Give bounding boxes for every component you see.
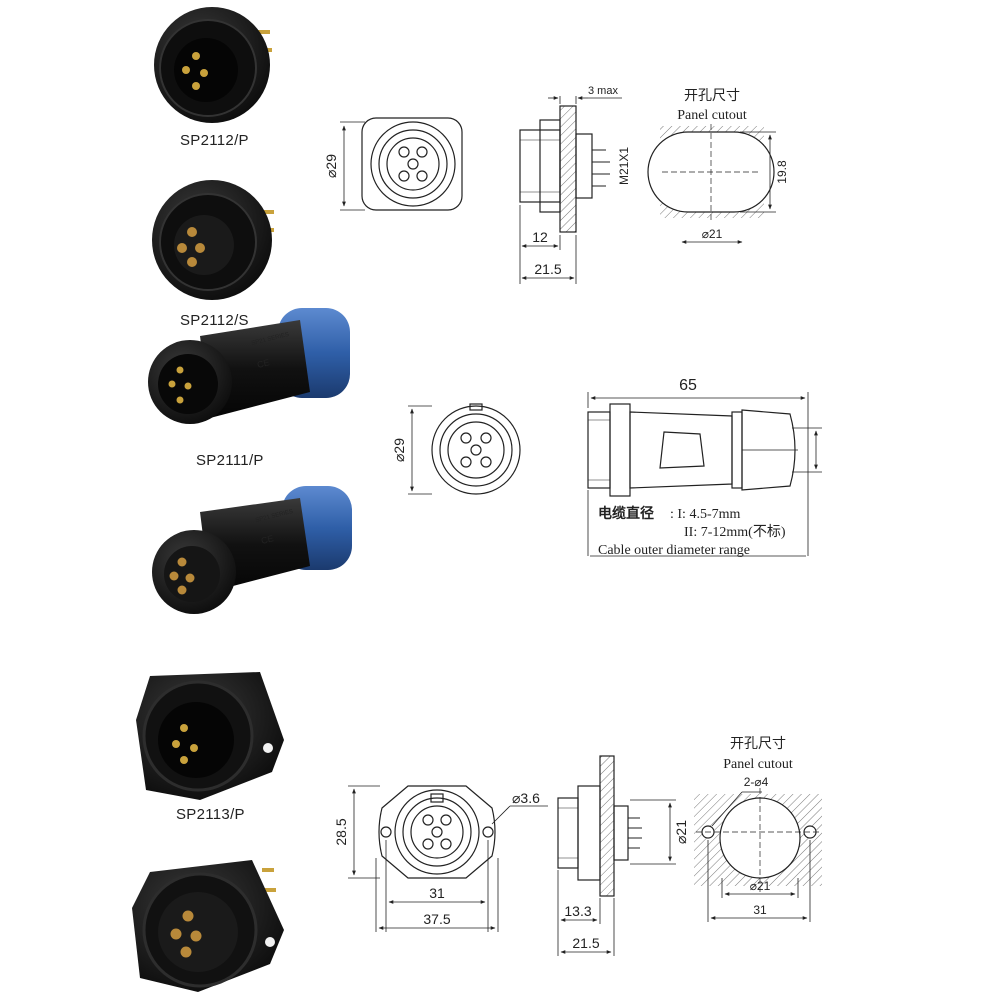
side-view-3 [557, 755, 676, 956]
label-sp2112s: SP2112/S [180, 312, 249, 329]
drawing-3-labels: 28.5 31 37.5 ⌀3.6 ⌀21 13.3 21.5 开孔尺寸 Pan… [333, 735, 793, 951]
pin-icon [192, 52, 200, 60]
dim-28-5: 28.5 [333, 818, 349, 845]
label-sp2111p: SP2111/P [196, 452, 264, 469]
ce-mark: CE [260, 533, 275, 546]
product-sp2113p-photo [136, 672, 284, 800]
cutout-title-en-2: Panel cutout [723, 757, 793, 772]
dim-3-max: 3 max [588, 85, 618, 97]
drawing-sp2111-plug [408, 392, 822, 557]
dim-12: 12 [532, 229, 548, 245]
dim-65: 65 [679, 377, 697, 394]
cutout-title-en: Panel cutout [677, 108, 747, 123]
socket-hole-icon [187, 257, 197, 267]
front-view [340, 117, 463, 211]
dim-dia-21-side: ⌀21 [673, 820, 689, 844]
cutout-title-cn-2: 开孔尺寸 [730, 735, 786, 751]
dim-13-3: 13.3 [564, 903, 591, 919]
drawing-2-labels: ⌀29 65 电缆直径 : I: 4.5-7mm II: 7-12mm(不标) … [391, 377, 786, 558]
socket-hole-icon [177, 243, 187, 253]
dim-dia-29: ⌀29 [323, 154, 339, 178]
cutout-title-cn: 开孔尺寸 [684, 87, 740, 103]
label-sp2112p: SP2112/P [180, 132, 249, 149]
dim-cutout-dia-21: ⌀21 [702, 227, 723, 241]
dim-37-5: 37.5 [423, 911, 450, 927]
label-sp2113p: SP2113/P [176, 806, 245, 823]
drawing-1-labels: ⌀29 3 max M21X1 12 21.5 开孔尺寸 Panel cutou… [323, 85, 789, 277]
pin-icon [200, 69, 208, 77]
dim-31: 31 [429, 885, 445, 901]
dim-thread: M21X1 [617, 147, 631, 185]
pin-icon [192, 82, 200, 90]
dim-hole-3-6: ⌀3.6 [512, 790, 540, 806]
socket-hole-icon [195, 243, 205, 253]
dim-cutout-dia-21-b: ⌀21 [750, 879, 771, 893]
pin-icon [182, 66, 190, 74]
side-view-2 [587, 392, 822, 557]
product-sp2113s-photo [132, 860, 284, 992]
ce-mark: CE [256, 357, 271, 370]
dim-holes-2-4: 2-⌀4 [744, 775, 769, 789]
panel-cutout-3 [694, 788, 822, 922]
cable-range-ii: II: 7-12mm(不标) [684, 524, 786, 540]
drawing-sp2112-panel [340, 96, 776, 284]
socket-hole-icon [187, 227, 197, 237]
product-sp2112s-photo [152, 180, 274, 300]
cable-range-cn: 电缆直径 [598, 505, 654, 522]
dim-21-5-b: 21.5 [572, 935, 599, 951]
dim-cutout-31: 31 [753, 903, 767, 917]
front-view-2 [408, 403, 521, 495]
front-view-3 [348, 785, 548, 932]
product-sp2112p-photo [154, 7, 272, 123]
dim-21-5: 21.5 [534, 261, 561, 277]
side-view [519, 96, 622, 284]
panel-cutout-1 [647, 124, 776, 244]
product-sp2111s-photo: SP21 SERIES CE [152, 486, 352, 614]
dim-19-8: 19.8 [775, 160, 789, 184]
product-sp2111p-photo: SP21 SERIES CE [148, 308, 350, 424]
dim-dia-29-2: ⌀29 [391, 438, 407, 462]
cable-range-i: : I: 4.5-7mm [670, 507, 740, 522]
cable-range-en: Cable outer diameter range [598, 543, 750, 558]
drawing-sp2113-flange [348, 755, 822, 956]
